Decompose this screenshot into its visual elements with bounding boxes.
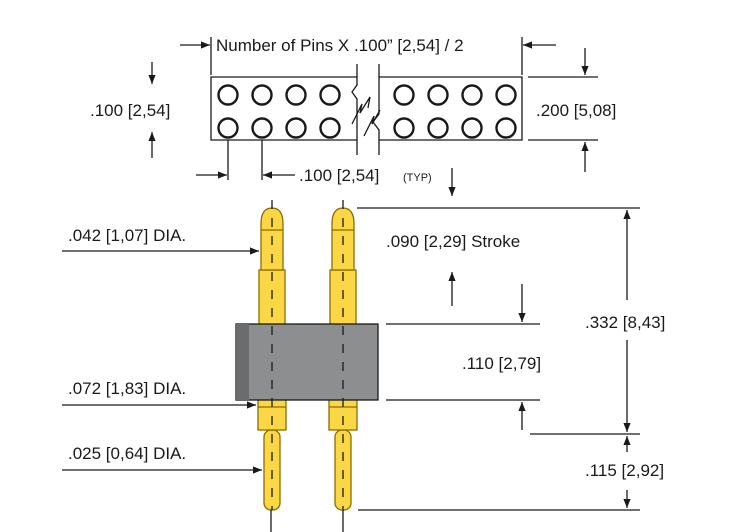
pin-hole	[461, 84, 483, 106]
pin-hole	[217, 117, 239, 139]
pin-hole	[495, 117, 517, 139]
body-dia-label: .072 [1,83] DIA.	[68, 379, 186, 398]
side-view: .042 [1,07] DIA. .072 [1,83] DIA. .025 […	[62, 200, 665, 532]
top-housing-left	[210, 76, 358, 141]
pin-hole	[319, 84, 341, 106]
tail-dia-label: .025 [0,64] DIA.	[68, 444, 186, 463]
pin-hole	[461, 117, 483, 139]
pin-hole	[393, 117, 415, 139]
pin-hole	[427, 117, 449, 139]
tip-dia-label: .042 [1,07] DIA.	[68, 226, 186, 245]
pin-hole	[393, 84, 415, 106]
pitch-typ-suffix: (TYP)	[403, 172, 432, 184]
pin-holes-bottom-row	[217, 117, 517, 139]
top-housing-right	[372, 76, 523, 141]
pin-hole	[217, 84, 239, 106]
pin-holes-top-row	[217, 84, 517, 106]
break-mark	[351, 96, 371, 125]
pitch-typ-label: .100 [2,54]	[299, 166, 379, 185]
pin-hole	[251, 84, 273, 106]
pin-hole	[495, 84, 517, 106]
stroke-label: .090 [2,29] Stroke	[386, 232, 520, 251]
pin-count-dimension-label: Number of Pins X .100” [2,54] / 2	[216, 36, 464, 55]
tail-length-label: .115 [2,92]	[585, 461, 664, 480]
pin-hole	[285, 117, 307, 139]
pin-hole	[285, 84, 307, 106]
overall-height-label: .332 [8,43]	[585, 313, 665, 332]
pin-hole	[427, 84, 449, 106]
side-housing	[235, 323, 379, 401]
pin-hole	[319, 117, 341, 139]
break-mark-2	[363, 109, 381, 137]
top-view: Number of Pins X .100” [2,54] / 2 .100 […	[90, 36, 616, 196]
body-height-label: .110 [2,79]	[462, 354, 541, 373]
row-pitch-label: .100 [2,54]	[90, 101, 170, 120]
row-height-label: .200 [5,08]	[536, 101, 616, 120]
pin-hole	[251, 117, 273, 139]
side-housing-shade	[236, 324, 249, 400]
